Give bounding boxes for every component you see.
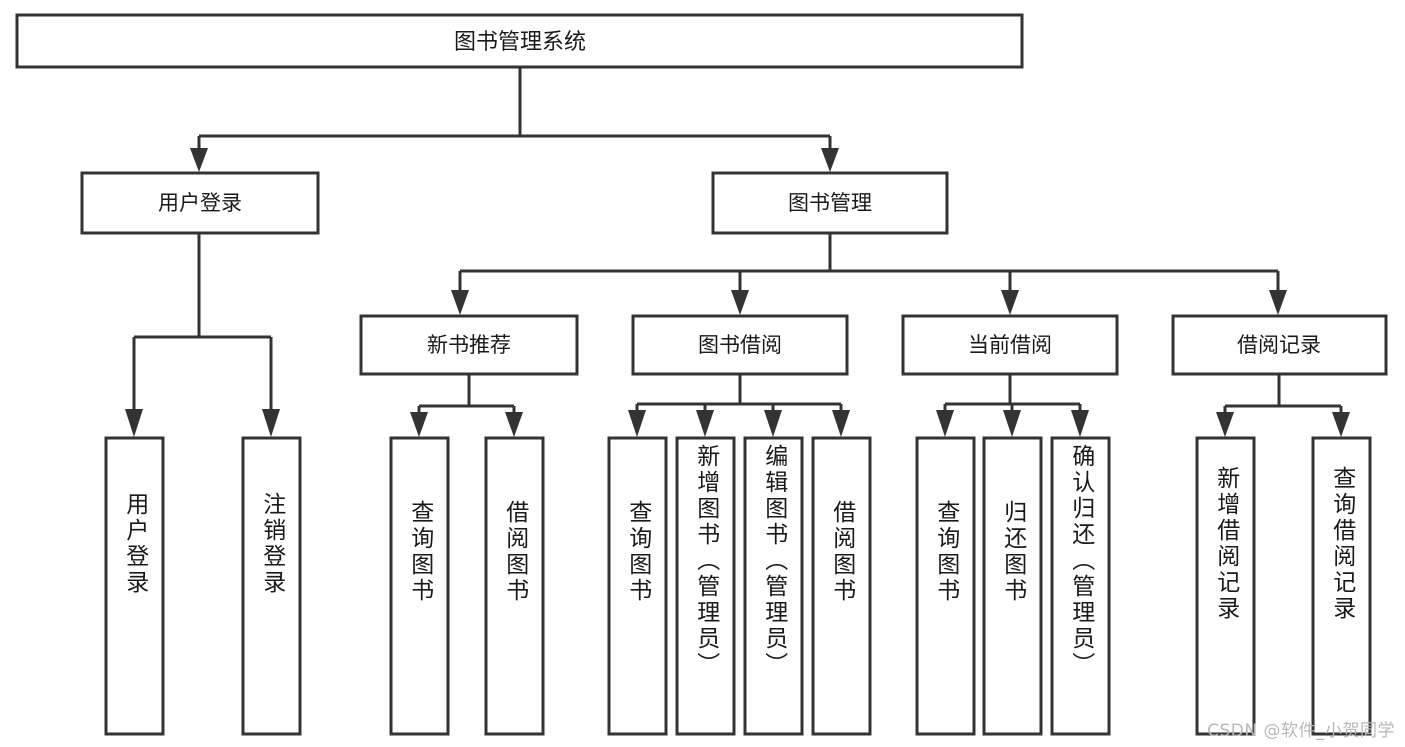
leaf-box-book-borrow-2[interactable] xyxy=(743,436,804,736)
node-book-borrow-label: 图书借阅 xyxy=(698,333,782,357)
csdn-watermark: CSDN @软件_小贺同学 xyxy=(1207,721,1395,741)
arrow-head-nb-leaf-1 xyxy=(410,412,428,437)
node-borrow-record[interactable]: 借阅记录 xyxy=(1171,314,1388,376)
node-new-book-recommend[interactable]: 新书推荐 xyxy=(359,314,579,376)
node-book-manage-box[interactable] xyxy=(711,171,949,235)
node-user-login-label: 用户登录 xyxy=(158,191,242,215)
node-current-borrow-box[interactable] xyxy=(901,314,1119,376)
node-book-borrow-box[interactable] xyxy=(631,314,849,376)
leaf-box-current-borrow-0[interactable] xyxy=(915,436,976,736)
node-book-borrow[interactable]: 图书借阅 xyxy=(631,314,849,376)
arrow-head-cb-leaf-2 xyxy=(1003,410,1021,437)
arrow-head-cb-leaf-3 xyxy=(1071,410,1089,437)
node-root-label: 图书管理系统 xyxy=(454,30,586,55)
node-borrow-record-label: 借阅记录 xyxy=(1237,333,1321,357)
node-new-book-recommend-label: 新书推荐 xyxy=(427,333,511,357)
arrow-head-new-book xyxy=(451,290,469,315)
leaf-box-borrow-record-0[interactable] xyxy=(1195,436,1256,736)
arrow-head-bb-leaf-4 xyxy=(832,410,850,437)
leaf-box-new-book-1[interactable] xyxy=(484,436,545,736)
node-user-login-box[interactable] xyxy=(80,171,320,235)
arrow-head-borrow-record xyxy=(1269,290,1287,315)
arrow-head-bb-leaf-3 xyxy=(764,410,782,437)
leaf-box-user-login-1[interactable] xyxy=(241,436,302,736)
leaf-box-book-borrow-3[interactable] xyxy=(811,436,872,736)
arrow-head-user-login xyxy=(190,148,208,172)
arrow-head-bb-leaf-2 xyxy=(696,410,714,437)
node-current-borrow[interactable]: 当前借阅 xyxy=(901,314,1119,376)
leaf-box-book-borrow-0[interactable] xyxy=(607,436,668,736)
node-book-manage[interactable]: 图书管理 xyxy=(711,171,949,235)
arrow-head-book-manage xyxy=(821,148,839,172)
arrow-head-book-borrow xyxy=(731,290,749,315)
arrow-head-current-borrow xyxy=(1001,290,1019,315)
arrow-head-cb-leaf-1 xyxy=(936,410,954,437)
leaf-box-borrow-record-1[interactable] xyxy=(1311,436,1372,736)
arrow-head-leaf-logout xyxy=(262,409,280,437)
node-current-borrow-label: 当前借阅 xyxy=(968,333,1052,357)
leaf-box-book-borrow-1[interactable] xyxy=(675,436,736,736)
leaf-box-user-login-0[interactable] xyxy=(104,436,165,736)
node-book-manage-label: 图书管理 xyxy=(788,191,872,215)
arrow-head-br-leaf-1 xyxy=(1216,412,1234,437)
arrow-head-leaf-user-login xyxy=(125,409,143,437)
leaf-box-new-book-0[interactable] xyxy=(389,436,450,736)
leaf-box-current-borrow-1[interactable] xyxy=(982,436,1043,736)
arrow-head-nb-leaf-2 xyxy=(505,412,523,437)
node-root-box[interactable] xyxy=(15,13,1024,69)
node-user-login[interactable]: 用户登录 xyxy=(80,171,320,235)
arrow-head-bb-leaf-1 xyxy=(628,410,646,437)
node-root[interactable]: 图书管理系统 xyxy=(15,13,1024,69)
connector-group xyxy=(125,67,1350,437)
node-new-book-recommend-box[interactable] xyxy=(359,314,579,376)
node-borrow-record-box[interactable] xyxy=(1171,314,1388,376)
arrow-head-br-leaf-2 xyxy=(1332,412,1350,437)
leaf-box-current-borrow-2[interactable] xyxy=(1050,436,1111,736)
